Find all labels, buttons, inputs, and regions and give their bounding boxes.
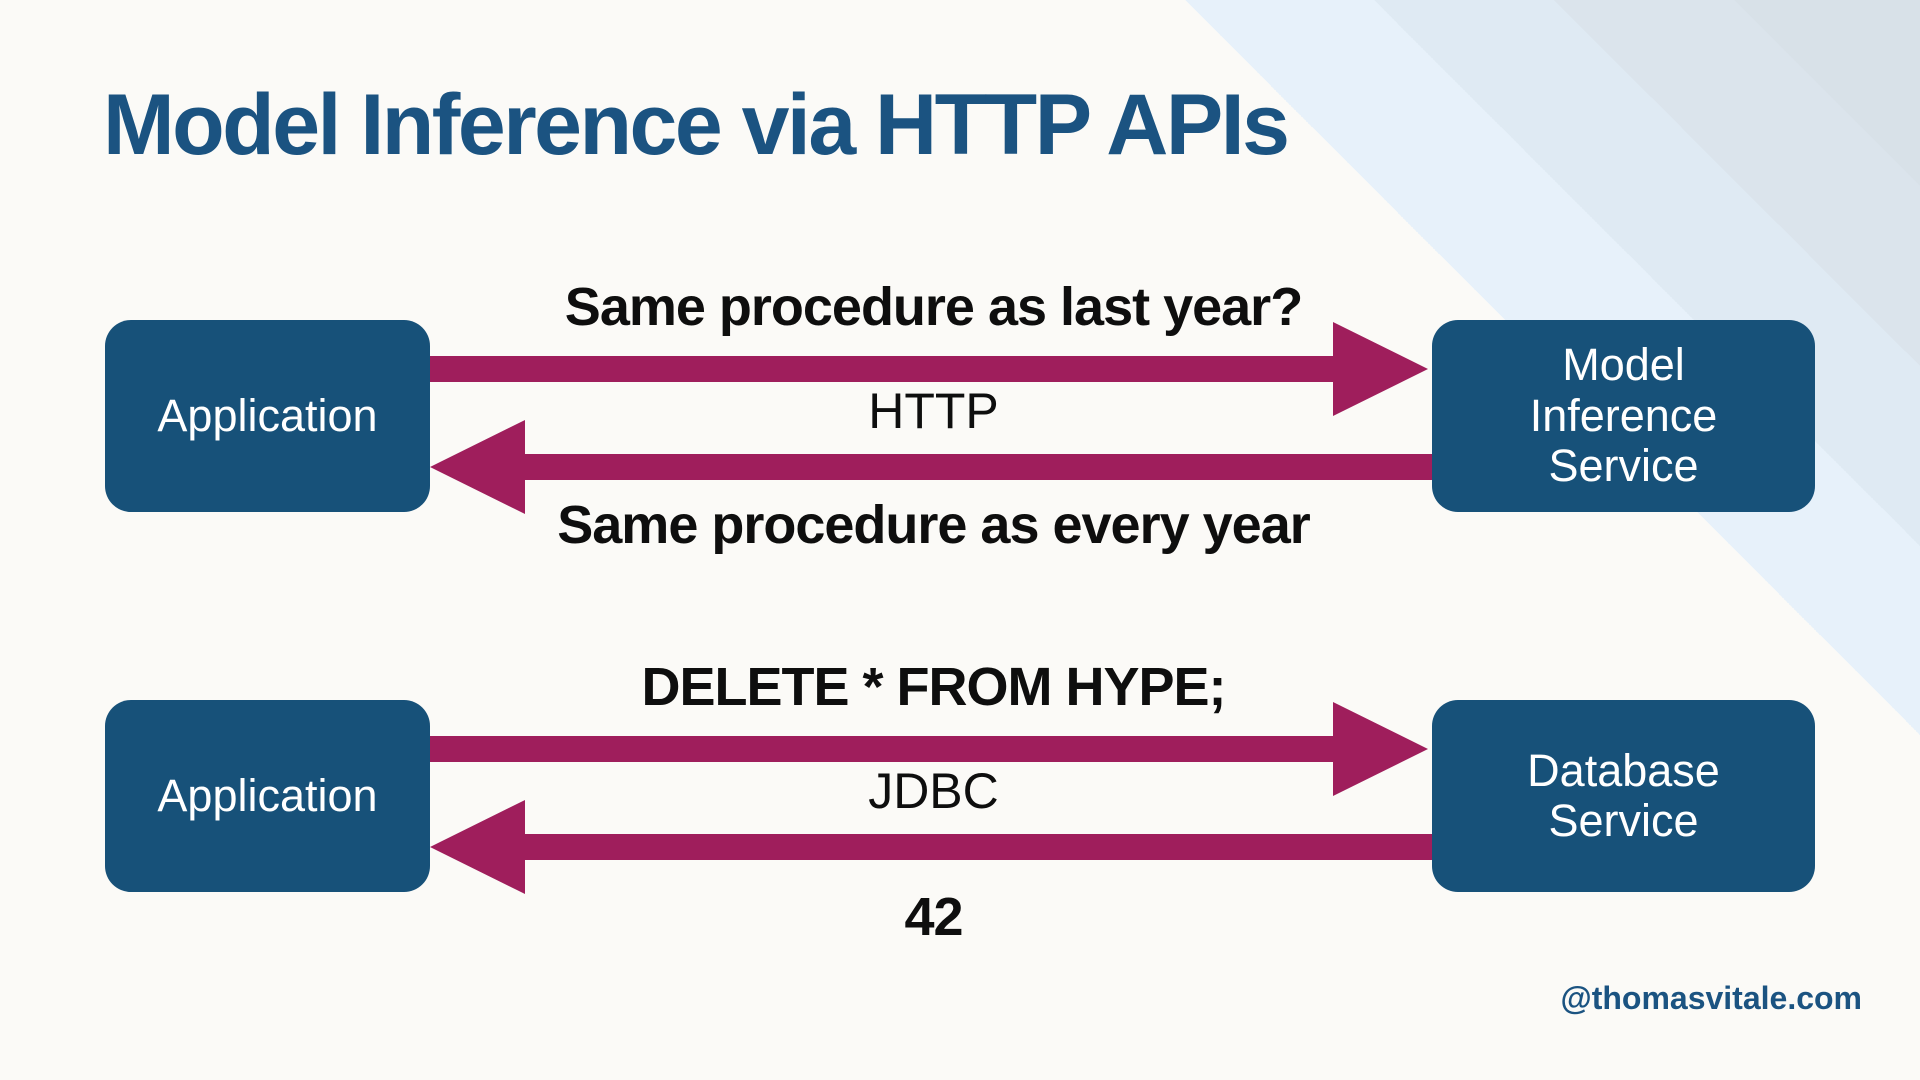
- arrow-shaft: [430, 736, 1337, 762]
- model-inference-service-box: Model Inference Service: [1432, 320, 1815, 512]
- application-box-label: Application: [157, 389, 378, 441]
- response-label: Same procedure as every year: [557, 495, 1311, 555]
- footer-handle: @thomasvitale.com: [1560, 980, 1862, 1016]
- slide-title: Model Inference via HTTP APIs: [103, 77, 1290, 173]
- protocol-label: JDBC: [868, 763, 999, 819]
- database-service-box: Database Service: [1432, 700, 1815, 892]
- database-service-box-label: Database Service: [1527, 744, 1720, 846]
- request-label: DELETE * FROM HYPE;: [641, 657, 1226, 717]
- application-box-label: Application: [157, 769, 378, 821]
- application-box: Application: [105, 320, 430, 512]
- response-label: 42: [904, 887, 963, 947]
- arrow-shaft: [521, 834, 1432, 860]
- request-label: Same procedure as last year?: [564, 277, 1303, 337]
- arrow-shaft: [430, 356, 1337, 382]
- model-inference-service-box-label: Model Inference Service: [1529, 339, 1718, 492]
- protocol-label: HTTP: [868, 383, 999, 439]
- application-box: Application: [105, 700, 430, 892]
- arrow-shaft: [521, 454, 1432, 480]
